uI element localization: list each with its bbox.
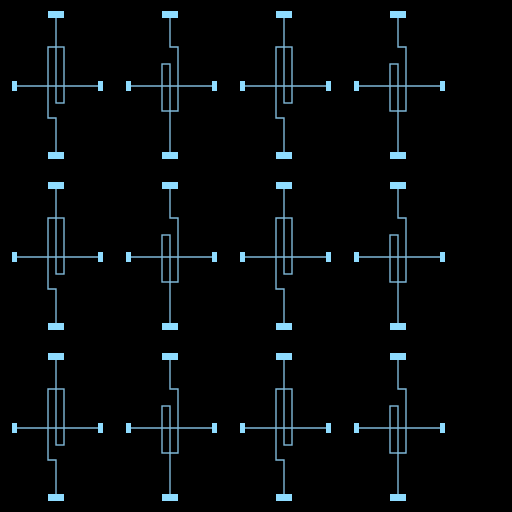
gate-rectangle	[55, 388, 65, 446]
gate-rectangle	[161, 234, 171, 283]
drain-source-wire	[275, 358, 285, 498]
gate-rectangle	[283, 217, 293, 275]
gate-rectangle	[389, 63, 399, 112]
bottom-pad	[390, 494, 406, 501]
transistor-cell	[126, 353, 217, 501]
left-pad	[354, 81, 359, 91]
right-pad	[440, 252, 445, 262]
top-pad	[390, 182, 406, 189]
transistor-cell	[12, 11, 103, 159]
gate-rectangle	[161, 405, 171, 454]
drain-source-wire	[47, 358, 57, 498]
bottom-pad	[48, 323, 64, 330]
right-pad	[212, 252, 217, 262]
bottom-pad	[390, 152, 406, 159]
left-pad	[240, 252, 245, 262]
bottom-pad	[48, 152, 64, 159]
right-pad	[212, 81, 217, 91]
right-pad	[326, 81, 331, 91]
drain-source-wire	[397, 187, 407, 327]
transistor-cell	[12, 353, 103, 501]
gate-rectangle	[283, 388, 293, 446]
transistor-cell	[12, 182, 103, 330]
bottom-pad	[162, 323, 178, 330]
left-pad	[240, 81, 245, 91]
left-pad	[240, 423, 245, 433]
gate-rectangle	[389, 234, 399, 283]
top-pad	[162, 11, 178, 18]
transistor-cell	[240, 182, 331, 330]
transistor-cell	[354, 353, 445, 501]
left-pad	[126, 81, 131, 91]
drain-source-wire	[275, 187, 285, 327]
right-pad	[326, 423, 331, 433]
left-pad	[12, 423, 17, 433]
drain-source-wire	[169, 187, 179, 327]
gate-rectangle	[283, 46, 293, 104]
right-pad	[212, 423, 217, 433]
top-pad	[276, 11, 292, 18]
left-pad	[12, 81, 17, 91]
top-pad	[390, 11, 406, 18]
top-pad	[276, 353, 292, 360]
top-pad	[390, 353, 406, 360]
drain-source-wire	[169, 16, 179, 156]
left-pad	[12, 252, 17, 262]
transistor-cell	[240, 11, 331, 159]
bottom-pad	[48, 494, 64, 501]
transistor-cell	[354, 182, 445, 330]
gate-rectangle	[389, 405, 399, 454]
gate-rectangle	[161, 63, 171, 112]
drain-source-wire	[397, 16, 407, 156]
top-pad	[48, 182, 64, 189]
bottom-pad	[276, 494, 292, 501]
top-pad	[48, 11, 64, 18]
left-pad	[354, 423, 359, 433]
transistor-cell	[126, 11, 217, 159]
right-pad	[98, 252, 103, 262]
top-pad	[276, 182, 292, 189]
left-pad	[126, 252, 131, 262]
bottom-pad	[162, 494, 178, 501]
transistor-cell	[126, 182, 217, 330]
right-pad	[440, 423, 445, 433]
drain-source-wire	[47, 16, 57, 156]
top-pad	[48, 353, 64, 360]
left-pad	[354, 252, 359, 262]
transistor-cell	[354, 11, 445, 159]
drain-source-wire	[275, 16, 285, 156]
drain-source-wire	[47, 187, 57, 327]
gate-rectangle	[55, 46, 65, 104]
bottom-pad	[162, 152, 178, 159]
bottom-pad	[276, 152, 292, 159]
bottom-pad	[390, 323, 406, 330]
right-pad	[98, 81, 103, 91]
bottom-pad	[276, 323, 292, 330]
top-pad	[162, 353, 178, 360]
left-pad	[126, 423, 131, 433]
right-pad	[326, 252, 331, 262]
right-pad	[440, 81, 445, 91]
transistor-cell	[240, 353, 331, 501]
drain-source-wire	[397, 358, 407, 498]
right-pad	[98, 423, 103, 433]
top-pad	[162, 182, 178, 189]
drain-source-wire	[169, 358, 179, 498]
gate-rectangle	[55, 217, 65, 275]
